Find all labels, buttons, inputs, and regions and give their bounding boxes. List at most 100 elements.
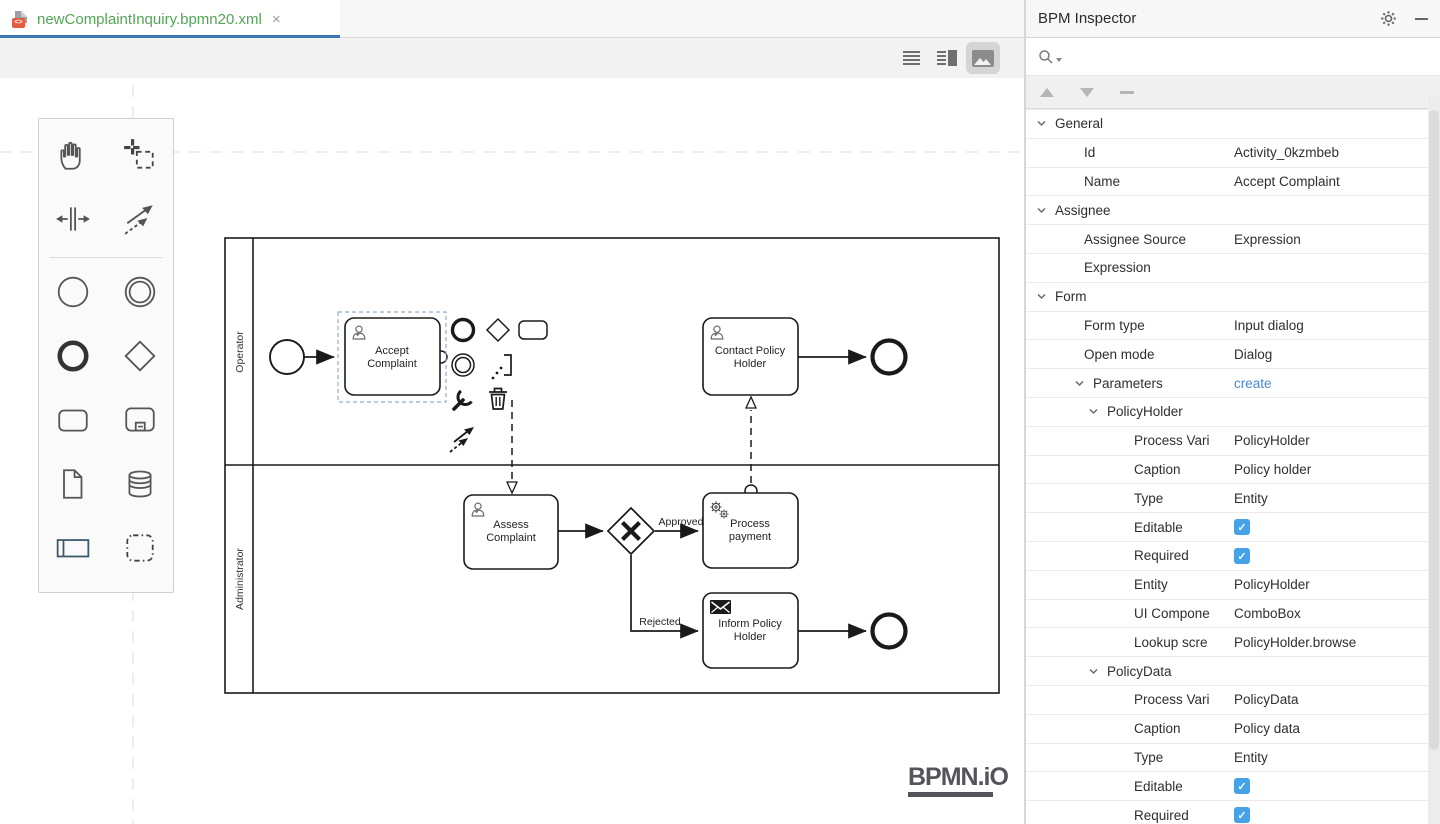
checkbox-checked[interactable]: ✓	[1234, 778, 1250, 795]
property-value[interactable]: Entity	[1234, 490, 1268, 506]
palette-entry-create-group[interactable]	[106, 518, 173, 582]
palette-entry-hand-tool[interactable]	[39, 125, 106, 189]
inspector-row-policyholder[interactable]: PolicyHolder	[1026, 398, 1428, 427]
checkbox-checked[interactable]: ✓	[1234, 519, 1250, 536]
panel-divider[interactable]	[1024, 0, 1026, 824]
property-value[interactable]: Policy holder	[1234, 461, 1312, 477]
move-up-icon[interactable]	[1040, 87, 1054, 97]
scrollbar-thumb[interactable]	[1429, 110, 1439, 750]
end-event-administrator[interactable]	[870, 612, 908, 650]
checkbox-checked[interactable]: ✓	[1234, 807, 1250, 824]
collapse-chevron-icon[interactable]	[1036, 118, 1047, 129]
property-value[interactable]: ✓	[1234, 519, 1428, 536]
property-value[interactable]: Activity_0kzmbeb	[1234, 145, 1340, 161]
inspector-scrollbar[interactable]	[1428, 96, 1440, 824]
gear-icon[interactable]	[1380, 10, 1397, 27]
inspector-row-expression[interactable]: Expression	[1026, 254, 1428, 283]
task-contact-policy-holder[interactable]	[702, 317, 799, 396]
search-filter-caret-icon[interactable]	[1056, 57, 1062, 62]
palette-entry-create-start-event[interactable]	[39, 262, 106, 326]
property-value[interactable]: Entity	[1234, 749, 1268, 765]
property-value[interactable]: ComboBox	[1234, 605, 1301, 621]
collapse-chevron-icon[interactable]	[1036, 205, 1047, 216]
property-label: Caption	[1134, 461, 1181, 477]
task-assess-complaint[interactable]	[463, 494, 559, 570]
palette-entry-create-intermediate-event[interactable]	[106, 262, 173, 326]
property-value[interactable]: Accept Complaint	[1234, 173, 1340, 189]
palette-entry-space-tool[interactable]	[39, 189, 106, 253]
inspector-row-general[interactable]: General	[1026, 110, 1428, 139]
context-pad[interactable]	[449, 317, 548, 453]
inspector-row-required[interactable]: Required✓	[1026, 542, 1428, 571]
move-down-icon[interactable]	[1080, 87, 1094, 97]
inspector-row-editable[interactable]: Editable✓	[1026, 513, 1428, 542]
property-value[interactable]: Expression	[1234, 231, 1301, 247]
inspector-row-type[interactable]: Type Entity	[1026, 744, 1428, 773]
palette-entry-create-task[interactable]	[39, 390, 106, 454]
palette-entry-lasso-tool[interactable]	[106, 125, 173, 189]
preview-view-button[interactable]	[966, 42, 1000, 74]
create-link[interactable]: create	[1234, 375, 1272, 391]
inspector-row-form[interactable]: Form	[1026, 283, 1428, 312]
property-value[interactable]: Input dialog	[1234, 317, 1304, 333]
property-value[interactable]: ✓	[1234, 778, 1428, 795]
palette-entry-create-subprocess[interactable]	[106, 390, 173, 454]
property-value[interactable]: PolicyHolder	[1234, 577, 1310, 593]
minimize-icon[interactable]	[1415, 17, 1428, 20]
palette-entry-global-connect-tool[interactable]	[106, 189, 173, 253]
inspector-row-editable[interactable]: Editable✓	[1026, 772, 1428, 802]
bpmn-io-logo[interactable]: BPMN.iO	[908, 763, 1009, 797]
collapse-chevron-icon[interactable]	[1074, 378, 1085, 389]
inspector-row-name[interactable]: Name Accept Complaint	[1026, 168, 1428, 197]
collapse-chevron-icon[interactable]	[1088, 666, 1099, 677]
property-label: Type	[1134, 749, 1164, 765]
remove-icon[interactable]	[1120, 90, 1134, 94]
palette-entry-create-data-store[interactable]	[106, 454, 173, 518]
collapse-chevron-icon[interactable]	[1036, 291, 1047, 302]
sequence-flows[interactable]	[304, 349, 867, 639]
palette-entry-create-gateway[interactable]	[106, 326, 173, 390]
lane-label-administrator: Administrator	[234, 548, 246, 610]
checkbox-checked[interactable]: ✓	[1234, 548, 1250, 565]
palette-entry-create-participant[interactable]	[39, 518, 106, 582]
inspector-row-policydata[interactable]: PolicyData	[1026, 657, 1428, 686]
end-event-operator[interactable]	[870, 338, 908, 376]
text-view-button[interactable]	[894, 42, 928, 74]
tab-newcomplaintinquiry[interactable]: <> newComplaintInquiry.bpmn20.xml ×	[0, 0, 340, 38]
property-value[interactable]: ✓	[1234, 807, 1428, 824]
split-view-button[interactable]	[930, 42, 964, 74]
palette-entry-create-end-event[interactable]	[39, 326, 106, 390]
property-value[interactable]: ✓	[1234, 548, 1428, 565]
collapse-chevron-icon[interactable]	[1088, 406, 1099, 417]
property-value[interactable]: PolicyData	[1234, 692, 1299, 708]
inspector-row-required[interactable]: Required✓	[1026, 801, 1428, 824]
flow-label-rejected: Rejected	[639, 616, 681, 628]
property-value[interactable]: PolicyHolder	[1234, 433, 1310, 449]
task-accept-complaint[interactable]	[344, 317, 441, 396]
inspector-search[interactable]	[1026, 38, 1440, 76]
property-label: Name	[1084, 173, 1121, 189]
pool-participant[interactable]	[224, 237, 1000, 694]
exclusive-gateway[interactable]	[606, 506, 656, 556]
property-value[interactable]: create	[1234, 376, 1428, 391]
inspector-row-caption[interactable]: Caption Policy holder	[1026, 456, 1428, 485]
tab-close-icon[interactable]: ×	[271, 10, 281, 28]
property-value[interactable]: Policy data	[1234, 721, 1301, 737]
palette-entry-create-data-object[interactable]	[39, 454, 106, 518]
start-event[interactable]	[269, 339, 305, 375]
inspector-row-assignee[interactable]: Assignee	[1026, 196, 1428, 226]
property-value[interactable]: PolicyHolder.browse	[1234, 634, 1357, 650]
property-value[interactable]: Dialog	[1234, 346, 1273, 362]
